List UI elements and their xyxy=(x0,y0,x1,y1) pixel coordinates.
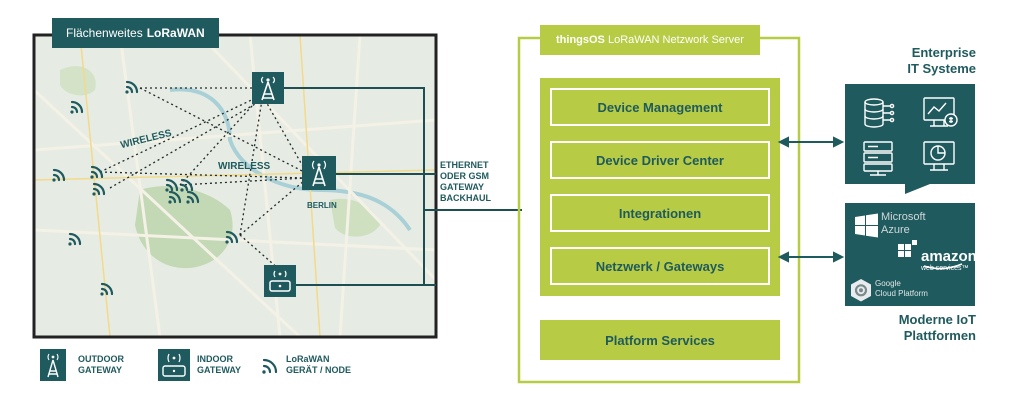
backhaul-lines xyxy=(282,87,522,286)
analytics-monitor-icon xyxy=(923,97,958,127)
platform-services: Platform Services xyxy=(540,320,780,360)
legend-outdoor-line-2: GATEWAY xyxy=(78,365,123,375)
microsoft-logo-icon xyxy=(855,213,878,238)
signal-icon xyxy=(186,190,200,204)
azure-text: Azure xyxy=(881,224,910,236)
module-device-driver-center: Device Driver Center xyxy=(550,141,770,179)
amazon-logo-icon xyxy=(898,240,963,270)
legend-node-line-1: LoRaWAN xyxy=(286,354,330,364)
module-device-management: Device Management xyxy=(550,88,770,126)
outdoor-gateway-icon xyxy=(252,72,284,104)
signal-icon xyxy=(180,178,194,192)
legend-outdoor-label: OUTDOOR GATEWAY xyxy=(78,354,124,376)
signal-icon xyxy=(92,182,106,196)
backhaul-line-2: ODER GSM xyxy=(440,171,490,181)
iot-heading-line-1: Moderne IoT xyxy=(898,312,976,327)
backhaul-label: ETHERNET ODER GSM GATEWAY BACKHAUL xyxy=(440,160,491,204)
server-modules-panel xyxy=(540,78,780,296)
legend-indoor-label: INDOOR GATEWAY xyxy=(197,354,241,376)
enterprise-it-box xyxy=(845,84,975,194)
city-label: BERLIN xyxy=(307,201,337,210)
webservices-text: web services™ xyxy=(921,265,969,272)
server-title-bold: thingsOS xyxy=(556,34,605,46)
wireless-links xyxy=(99,87,311,271)
iot-heading: Moderne IoT Plattformen xyxy=(899,312,976,344)
pie-chart-monitor-icon xyxy=(923,141,955,171)
enterprise-heading-line-1: Enterprise xyxy=(911,45,976,60)
server-title: thingsOS LoRaWAN Netzwork Server xyxy=(540,25,760,55)
signal-icon xyxy=(68,232,82,246)
cloud-platform-text: Cloud Platform xyxy=(875,289,928,298)
park-north-west xyxy=(60,66,96,96)
server-rack-icon xyxy=(863,141,893,176)
map-frame xyxy=(32,33,438,339)
database-icon xyxy=(864,98,895,128)
indoor-gateway-icon xyxy=(264,265,296,297)
backhaul-line-3: GATEWAY xyxy=(440,182,485,192)
legend-indoor-gateway-icon xyxy=(158,349,190,381)
legend-outdoor-gateway-icon xyxy=(40,349,66,381)
map-title-bold: LoRaWAN xyxy=(146,26,205,40)
outdoor-gateway-icon xyxy=(302,156,336,190)
signal-icon xyxy=(125,80,139,94)
legend-lorawan-node-icon xyxy=(262,358,278,374)
backhaul-line-4: BACKHAUL xyxy=(440,193,491,203)
module-integrationen: Integrationen xyxy=(550,194,770,232)
legend-indoor-line-2: GATEWAY xyxy=(197,365,242,375)
lorawan-node-icons xyxy=(52,80,239,296)
map-title: Flächenweites LoRaWAN xyxy=(52,18,219,48)
legend-node-line-2: GERÄT / NODE xyxy=(286,365,352,375)
google-cloud-logo-icon xyxy=(851,279,871,302)
signal-icon xyxy=(100,282,114,296)
signal-icon xyxy=(90,165,104,179)
signal-icon xyxy=(225,230,239,244)
enterprise-heading-line-2: IT Systeme xyxy=(907,61,976,76)
signal-icon xyxy=(168,190,182,204)
google-text: Google xyxy=(875,279,901,288)
enterprise-heading: Enterprise IT Systeme xyxy=(907,45,976,77)
backhaul-line-1: ETHERNET xyxy=(440,160,489,170)
map-title-regular: Flächenweites xyxy=(66,26,143,40)
server-title-regular: LoRaWAN Netzwork Server xyxy=(607,34,744,46)
microsoft-text: Microsoft xyxy=(881,211,926,223)
signal-icon xyxy=(52,168,66,182)
legend-node-label: LoRaWAN GERÄT / NODE xyxy=(286,354,351,376)
module-netzwerk-gateways: Netzwerk / Gateways xyxy=(550,247,770,285)
signal-icon xyxy=(70,100,84,114)
wireless-label-2: WIRELESS xyxy=(218,161,271,172)
legend-indoor-line-1: INDOOR xyxy=(197,354,233,364)
integration-arrows xyxy=(777,136,845,263)
amazon-text: amazon xyxy=(921,248,977,265)
iot-heading-line-2: Plattformen xyxy=(903,328,976,343)
legend-outdoor-line-1: OUTDOOR xyxy=(78,354,124,364)
signal-icon xyxy=(165,178,179,192)
